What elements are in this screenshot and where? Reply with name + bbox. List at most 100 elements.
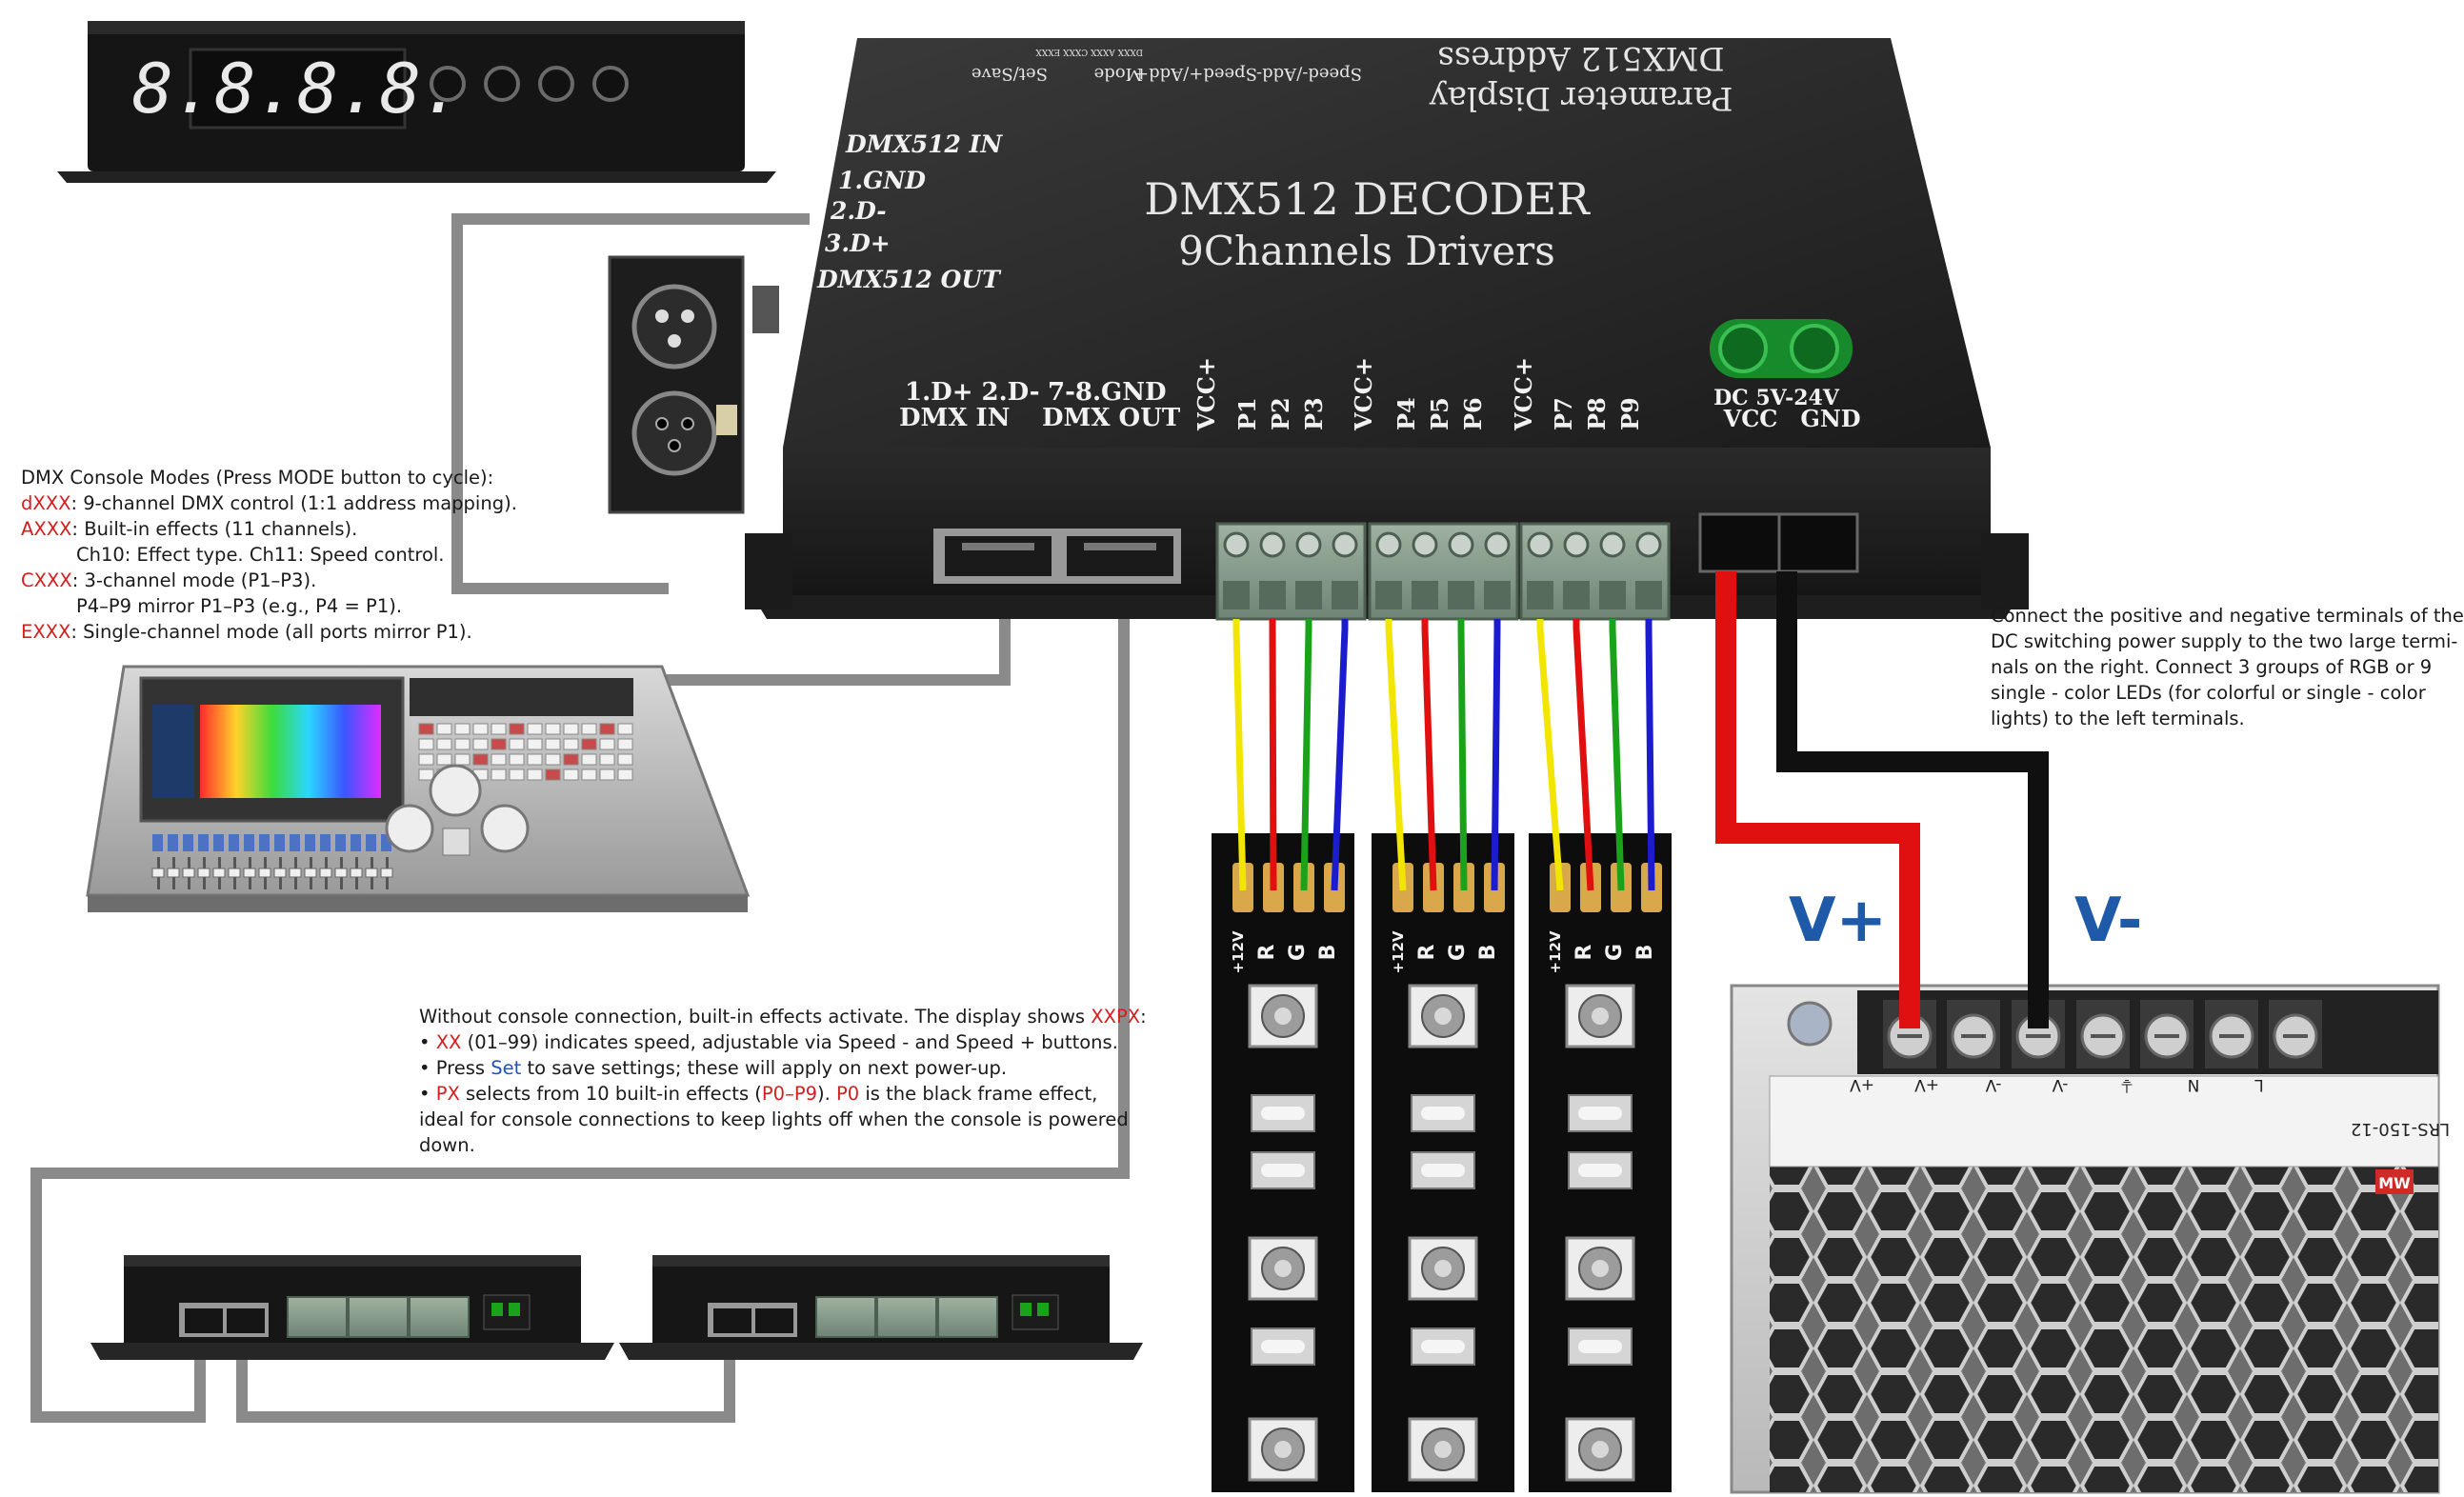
terminal-screw[interactable] (1412, 531, 1438, 558)
effects-line-5: ideal for console connections to keep li… (419, 1108, 1129, 1130)
console-modes-heading: DMX Console Modes (Press MODE button to … (21, 467, 494, 489)
pad-label: G (1603, 944, 1627, 961)
terminal-screw[interactable] (1259, 531, 1286, 558)
effects-l1-pre: Without console connection, built-in eff… (419, 1006, 1092, 1028)
terminal-screw[interactable] (1332, 531, 1358, 558)
terminal-slot (1484, 581, 1511, 609)
rj45-label-in-top: 1.D+ 2.D- (905, 378, 1040, 407)
parameter-display-unit: 8.8.8.8. (57, 21, 776, 183)
pad-label: G (1286, 944, 1310, 961)
psu-terminal-label: -V (2052, 1075, 2068, 1094)
button-speed-minus[interactable] (430, 66, 466, 102)
wire (1385, 619, 1407, 891)
terminal-blocks (1215, 522, 1671, 621)
power-terminal-knobs (1710, 319, 1853, 378)
rj45-port[interactable] (185, 1308, 223, 1333)
terminal-screw[interactable] (1563, 531, 1590, 558)
pad-label: R (1255, 944, 1279, 960)
rj45-label-out-top: 7-8.GND (1048, 378, 1167, 407)
cable-unit1-to-unit2 (236, 1338, 735, 1423)
terminal-screw[interactable] (1375, 531, 1402, 558)
psu-model: LRS-150-12 (2351, 1119, 2450, 1139)
effects-line-3: • Press Set to save settings; these will… (419, 1055, 1147, 1081)
terminal-slot (1295, 581, 1322, 609)
cable-rj45-out-to-unit1 (30, 562, 1130, 1423)
xlr-male-connector[interactable] (631, 284, 717, 369)
rj45-label-out: DMX OUT (1042, 404, 1181, 432)
btn-label-set: Set/Save (972, 64, 1048, 84)
terminal-screw[interactable] (1484, 531, 1511, 558)
psu-terminal-label: -V (1985, 1075, 2001, 1094)
xlr-female-connector[interactable] (631, 390, 717, 476)
power-wiring-note: Connect the positive and negative termin… (1991, 603, 2464, 731)
button-mode[interactable] (538, 66, 574, 102)
terminal-screw[interactable] (1223, 531, 1250, 558)
effects-l3-code: Set (491, 1057, 522, 1079)
terminal-slot (1259, 581, 1286, 609)
mode-text-d: : 9-channel DMX control (1:1 address map… (70, 492, 517, 514)
pad-label: R (1573, 944, 1596, 960)
effects-line-4: • PX selects from 10 built-in effects (P… (419, 1081, 1147, 1107)
effects-l4-post: is the black frame effect, (859, 1083, 1098, 1105)
terminal-label: VCC+ (1510, 357, 1537, 431)
wire (1491, 619, 1501, 891)
display-label-line2: DMX512 Address (1437, 39, 1724, 77)
psu-brand: MW (2378, 1174, 2411, 1192)
builtin-effects-note: Without console connection, built-in eff… (419, 1004, 1147, 1158)
button-speed-plus[interactable] (484, 66, 520, 102)
effects-line-2: • XX (01–99) indicates speed, adjustable… (419, 1029, 1147, 1055)
seven-segment-display (189, 48, 407, 130)
terminal-block (937, 1296, 998, 1338)
terminal-label: P9 (1616, 397, 1644, 430)
btn-label-mode: Mode (1094, 64, 1143, 84)
terminal-screw[interactable] (1599, 531, 1626, 558)
mode-code-c: CXXX (21, 569, 72, 591)
wire (1421, 619, 1437, 891)
terminal-slot (1527, 581, 1553, 609)
wire (1269, 619, 1277, 891)
terminal-slot (1332, 581, 1358, 609)
power-note-line-4: single - color LEDs (for colorful or sin… (1991, 682, 2426, 704)
display-label-line1: Parameter Display (1429, 79, 1733, 117)
terminal-label: VCC+ (1192, 357, 1220, 431)
rj45-port-out[interactable] (1067, 536, 1173, 576)
power-note-line-1: Connect the positive and negative termin… (1991, 605, 2464, 627)
wire (1645, 619, 1655, 891)
rj45-port[interactable] (755, 1308, 793, 1333)
pad-label: +12V (1547, 930, 1564, 973)
rj45-port[interactable] (713, 1308, 751, 1333)
terminal-slot (1563, 581, 1590, 609)
console-modes-note: DMX Console Modes (Press MODE button to … (21, 465, 517, 645)
dmx-lighting-console (86, 665, 751, 912)
rj45-port[interactable] (227, 1308, 265, 1333)
effects-l2-code: XX (435, 1031, 462, 1053)
rj45-port-in[interactable] (945, 536, 1052, 576)
terminal-screw[interactable] (1527, 531, 1553, 558)
terminal-label: P1 (1233, 397, 1261, 430)
mode-code-e: EXXX (21, 621, 71, 643)
terminal-screw[interactable] (1295, 531, 1322, 558)
effects-line-6: down. (419, 1134, 475, 1156)
terminal-label: P5 (1426, 397, 1453, 430)
terminal-label: VCC+ (1350, 357, 1377, 431)
terminal-block (287, 1296, 348, 1338)
effects-line-1: Without console connection, built-in eff… (419, 1004, 1147, 1029)
psu-terminal-label: +V (1850, 1075, 1874, 1094)
terminal-screw[interactable] (1635, 531, 1662, 558)
button-set[interactable] (592, 66, 629, 102)
effects-l3-pre: • Press (419, 1057, 491, 1079)
terminal-screw[interactable] (1448, 531, 1474, 558)
rj45-label-in: DMX IN (899, 404, 1010, 432)
terminal-slot (1448, 581, 1474, 609)
psu-vent-grille (1770, 1167, 2438, 1492)
xlr-label-dplus: 3.D+ (825, 230, 891, 257)
power-note-line-2: DC switching power supply to the two lar… (1991, 630, 2458, 652)
switching-power-supply: LN⏚-V-V+V+V LRS-150-12 MW (1730, 984, 2450, 1494)
wire-vplus-red (1715, 571, 1920, 1028)
effects-l2-post: (01–99) indicates speed, adjustable via … (461, 1031, 1118, 1053)
wire (1536, 619, 1564, 891)
pad-label: +12V (1390, 930, 1407, 973)
terminal-label: P7 (1550, 397, 1577, 430)
xlr-label-dmx-in: DMX512 IN (845, 130, 1003, 158)
